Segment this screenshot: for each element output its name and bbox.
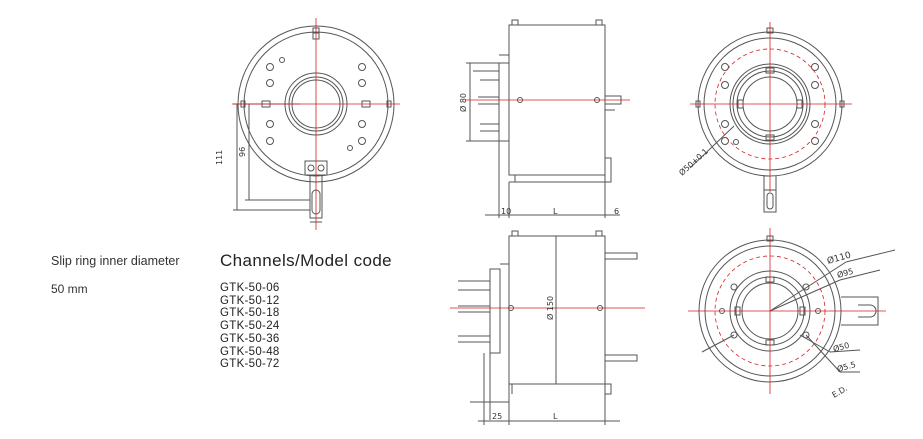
dim-l-bottom: L [553, 412, 558, 421]
side-view-bottom [458, 230, 638, 425]
dim-95: Ø95 [836, 266, 855, 280]
model-code: GTK-50-06 [220, 282, 280, 294]
dim-25: 25 [492, 412, 502, 421]
inner-diameter-label: Slip ring inner diameter [51, 254, 180, 268]
side-view-top [466, 19, 622, 218]
model-code: GTK-50-12 [220, 294, 280, 307]
dim-110: Ø110 [826, 250, 853, 267]
front-view-left [233, 25, 395, 223]
dim-ed: E.D. [831, 384, 850, 400]
model-code: GTK-50-36 [220, 332, 280, 345]
center-lines [232, 18, 886, 394]
dim-l-top: L [553, 207, 558, 216]
rear-view-right [689, 27, 845, 213]
dim-111: 111 [215, 150, 224, 165]
dim-10: 10 [501, 207, 511, 216]
model-code: GTK-50-72 [220, 358, 280, 371]
model-code: GTK-50-18 [220, 307, 280, 320]
model-code: GTK-50-48 [220, 345, 280, 358]
dim-50: Ø50 [832, 340, 851, 354]
dim-150: Ø 150 [545, 296, 555, 320]
channels-label: Channels/Model code [220, 251, 393, 270]
dim-50-tolerance: Ø50+0.1 [677, 146, 710, 177]
model-code: GTK-50-24 [220, 320, 280, 333]
front-view-bottom-right [698, 235, 896, 383]
inner-diameter-value: 50 mm [51, 282, 88, 296]
dim-80: Ø 80 [458, 93, 468, 112]
dim-96: 96 [238, 147, 247, 157]
model-code-list: GTK-50-06 GTK-50-12 GTK-50-18 GTK-50-24 … [220, 282, 280, 371]
dim-6: 6 [614, 207, 619, 216]
